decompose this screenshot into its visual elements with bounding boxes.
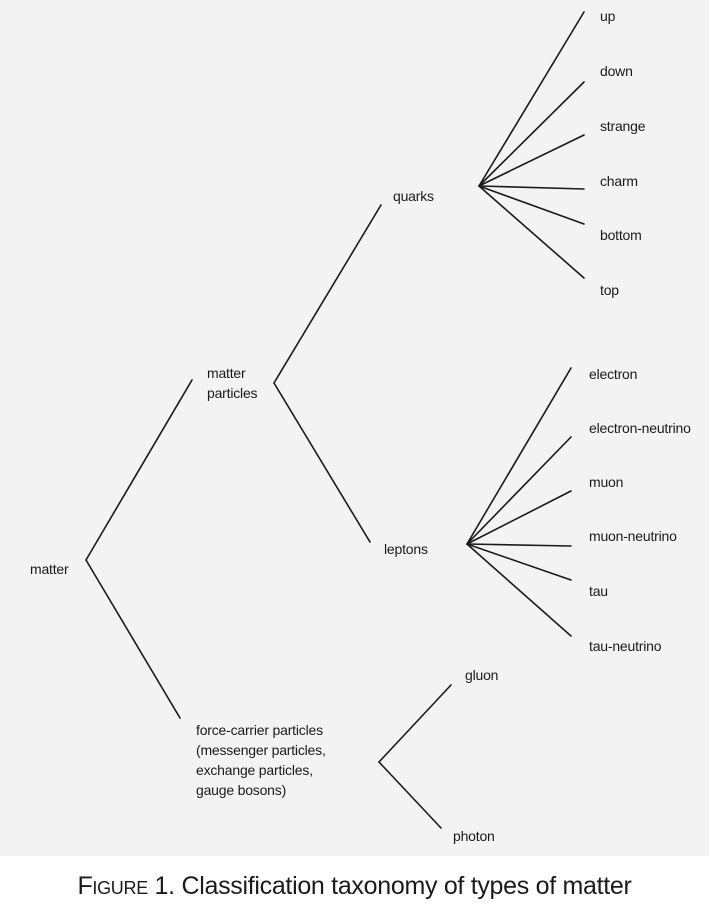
node-leptons: leptons: [384, 541, 428, 557]
leaf-muon-neutrino: muon-neutrino: [589, 528, 677, 544]
leaf-electron: electron: [589, 366, 638, 382]
edge-quarks-to-bottom: [478, 185, 585, 225]
node-matter: matter: [30, 561, 69, 577]
edge-leptons-to-electron: [466, 367, 572, 545]
figure-caption-lead: Figure 1.: [77, 872, 175, 900]
figure-caption-text: Classification taxonomy of types of matt…: [174, 872, 632, 900]
leaf-muon: muon: [589, 474, 624, 490]
leaf-tau: tau: [589, 583, 608, 599]
edge-matter-to-matter-particles: [85, 379, 193, 561]
leaf-gluon: gluon: [465, 667, 499, 683]
leaf-bottom: bottom: [600, 227, 642, 243]
edge-quarks-to-charm: [478, 185, 585, 190]
edge-quarks-to-top: [478, 185, 585, 279]
edge-leptons-to-muon: [466, 490, 572, 545]
edge-matter-to-force-carriers: [85, 559, 181, 719]
edge-leptons-to-tau: [466, 543, 572, 581]
leaf-strange: strange: [600, 118, 646, 134]
node-force-carriers: force-carrier particles (messenger parti…: [196, 722, 326, 798]
leaf-tau-neutrino: tau-neutrino: [589, 638, 662, 654]
edge-leptons-to-electron-neutrino: [466, 436, 572, 545]
figure-caption: Figure 1. Classification taxonomy of typ…: [0, 868, 709, 904]
edge-force-carriers-to-gluon: [378, 684, 452, 763]
leaf-top: top: [600, 282, 619, 298]
edge-force-carriers-to-photon: [378, 761, 442, 829]
node-quarks: quarks: [393, 188, 434, 204]
leaf-charm: charm: [600, 173, 638, 189]
edge-quarks-to-up: [478, 11, 585, 187]
leaf-up: up: [600, 8, 616, 24]
leaf-down: down: [600, 63, 633, 79]
leaf-electron-neutrino: electron-neutrino: [589, 420, 691, 436]
edge-matter-particles-to-quarks: [273, 204, 382, 384]
edge-leptons-to-muon-neutrino: [466, 543, 572, 547]
edge-quarks-to-down: [478, 81, 585, 187]
edge-leptons-to-tau-neutrino: [466, 543, 572, 637]
leaf-photon: photon: [453, 828, 495, 844]
taxonomy-diagram: matter matter particles quarks leptons f…: [0, 0, 709, 856]
edge-matter-particles-to-leptons: [273, 382, 371, 543]
tree-lines: [85, 11, 585, 829]
node-matter-particles: matter particles: [207, 365, 258, 401]
edge-quarks-to-strange: [478, 134, 585, 187]
